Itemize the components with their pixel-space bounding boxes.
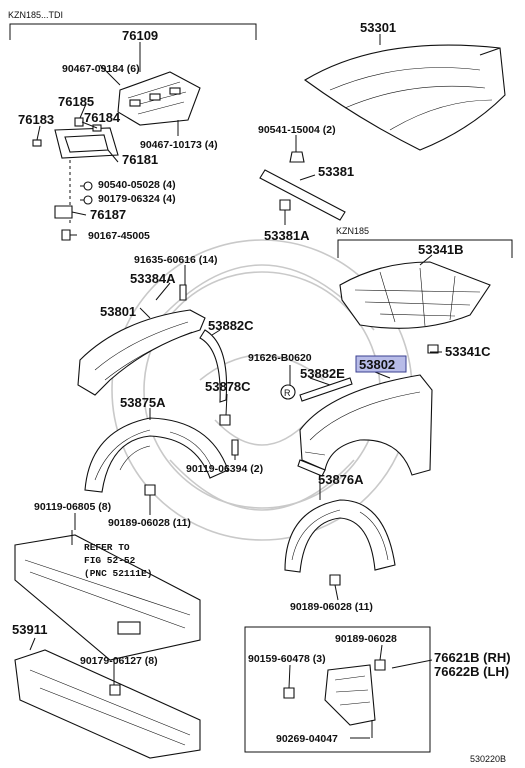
part-53911-drawing (14, 649, 201, 759)
group-kzn185-tdi: KZN185...TDI (8, 10, 257, 40)
label-76184[interactable]: 76184 (84, 110, 121, 125)
diagram-id: 530220B (470, 754, 506, 764)
r-symbol: R (284, 388, 291, 398)
label-90167-45005[interactable]: 90167-45005 (88, 230, 150, 242)
group-kzn185: KZN185 (336, 226, 513, 258)
label-53341c[interactable]: 53341C (445, 344, 491, 359)
label-53802[interactable]: 53802 (359, 357, 395, 372)
part-76109-drawing (117, 71, 201, 126)
part-76181-drawing (32, 117, 119, 241)
label-76621b[interactable]: 76621B (RH) (434, 650, 511, 665)
label-76109[interactable]: 76109 (122, 28, 158, 43)
refer-note-line1: REFER TO (84, 542, 130, 553)
label-53882c[interactable]: 53882C (208, 318, 254, 333)
label-53341b[interactable]: 53341B (418, 242, 464, 257)
group-label-kzn185-tdi: KZN185...TDI (8, 10, 63, 20)
part-bumper-drawing (14, 530, 201, 661)
refer-note-line2: FIG 52-52 (84, 555, 136, 566)
label-76185[interactable]: 76185 (58, 94, 94, 109)
label-76183[interactable]: 76183 (18, 112, 54, 127)
label-53875a[interactable]: 53875A (120, 395, 166, 410)
label-53882e[interactable]: 53882E (300, 366, 345, 381)
label-53801[interactable]: 53801 (100, 304, 136, 319)
label-90540-05028[interactable]: 90540-05028 (4) (98, 179, 176, 191)
label-53911[interactable]: 53911 (12, 622, 47, 637)
label-90467-09184[interactable]: 90467-09184 (6) (62, 63, 140, 75)
label-53878c[interactable]: 53878C (205, 379, 251, 394)
label-53381[interactable]: 53381 (318, 164, 354, 179)
label-53876a[interactable]: 53876A (318, 472, 364, 487)
label-91635-60616[interactable]: 91635-60616 (14) (134, 254, 217, 266)
label-90179-06324[interactable]: 90179-06324 (4) (98, 193, 176, 205)
label-90189-06028-11b[interactable]: 90189-06028 (11) (290, 601, 373, 613)
label-76181[interactable]: 76181 (122, 152, 158, 167)
label-53301[interactable]: 53301 (360, 20, 396, 35)
part-labels: 76109 90467-09184 (6) 76185 76183 76184 … (12, 20, 511, 764)
part-53802-fender-drawing: R (280, 374, 433, 477)
label-90467-10173[interactable]: 90467-10173 (4) (140, 139, 218, 151)
label-90189-06028-11a[interactable]: 90189-06028 (11) (108, 517, 191, 529)
leader-lines (29, 34, 442, 739)
label-76187[interactable]: 76187 (90, 207, 126, 222)
label-53384a[interactable]: 53384A (130, 271, 176, 286)
label-91626-b0620[interactable]: 91626-B0620 (248, 352, 312, 364)
part-53341b-drawing (339, 261, 491, 354)
highlight-53802 (355, 355, 407, 373)
part-53882c-drawing (199, 329, 228, 403)
part-90541-drawing (289, 151, 305, 163)
part-53381-drawing (259, 169, 346, 221)
label-53381a[interactable]: 53381A (264, 228, 310, 243)
label-90541-15004[interactable]: 90541-15004 (2) (258, 124, 336, 136)
label-90269-04047[interactable]: 90269-04047 (276, 733, 338, 745)
part-53876a-drawing (284, 499, 396, 586)
label-90179-06127[interactable]: 90179-06127 (8) (80, 655, 158, 667)
label-76622b[interactable]: 76622B (LH) (434, 664, 509, 679)
label-90189-06028[interactable]: 90189-06028 (335, 633, 397, 645)
label-90119-06805[interactable]: 90119-06805 (8) (34, 501, 111, 513)
part-53801-drawing (77, 284, 206, 396)
group-label-kzn185: KZN185 (336, 226, 369, 236)
mudflap-box (244, 626, 431, 753)
label-90119-06394[interactable]: 90119-06394 (2) (186, 463, 263, 475)
part-53301-hood-drawing (304, 44, 506, 151)
part-53875a-drawing (84, 414, 239, 496)
refer-note-line3: (PNC 52111E) (84, 568, 152, 579)
label-90159-60478[interactable]: 90159-60478 (3) (248, 653, 326, 665)
